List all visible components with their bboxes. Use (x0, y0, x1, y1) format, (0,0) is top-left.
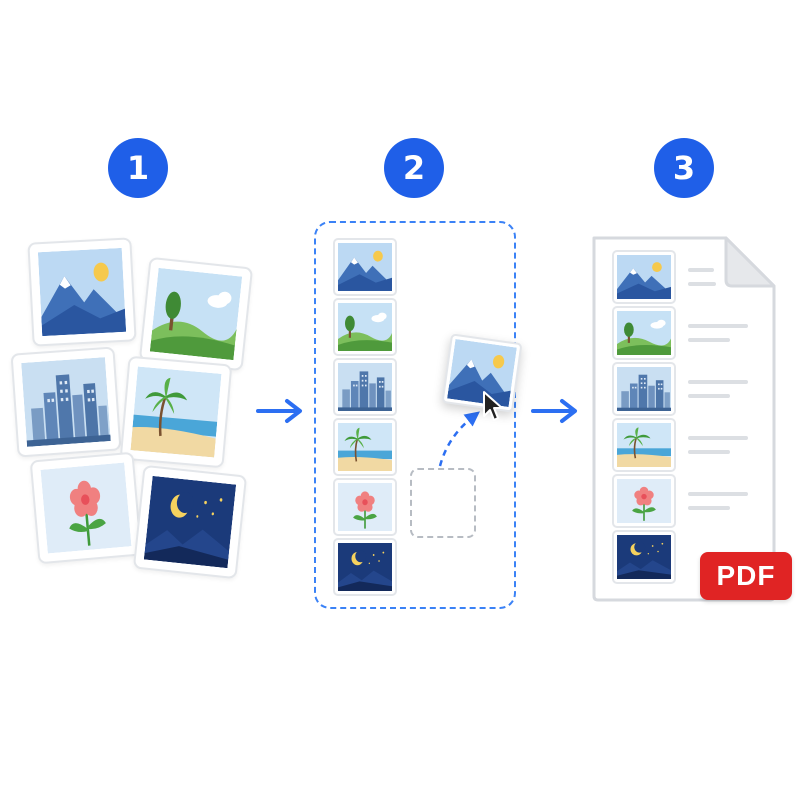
city-photo-icon (617, 367, 671, 411)
column-thumb-beach[interactable] (333, 418, 397, 476)
mountain-photo-icon (338, 243, 392, 291)
beach-photo-icon (130, 366, 221, 457)
mountain-photo-icon (617, 255, 671, 299)
doc-thumb-city (612, 362, 676, 416)
reorder-frame (314, 221, 516, 609)
doc-thumb-hills (612, 306, 676, 360)
photo-card-beach[interactable] (119, 355, 233, 469)
doc-thumb-beach (612, 418, 676, 472)
drag-path-arrow (438, 411, 480, 467)
hills-photo-icon (338, 303, 392, 351)
photo-card-city[interactable] (10, 346, 122, 458)
beach-photo-icon (338, 423, 392, 471)
flower-photo-icon (40, 462, 131, 553)
column-thumb-night[interactable] (333, 538, 397, 596)
city-photo-icon (21, 357, 111, 447)
flower-photo-icon (617, 479, 671, 523)
step-1-badge: 1 (108, 138, 168, 198)
photo-card-night[interactable] (132, 464, 248, 580)
column-thumb-mountain[interactable] (333, 238, 397, 296)
photo-card-mountain[interactable] (27, 237, 137, 347)
night-photo-icon (338, 543, 392, 591)
doc-thumb-night (612, 530, 676, 584)
step-2-badge: 2 (384, 138, 444, 198)
beach-photo-icon (617, 423, 671, 467)
hills-photo-icon (617, 311, 671, 355)
column-thumb-hills[interactable] (333, 298, 397, 356)
photo-card-flower[interactable] (29, 451, 143, 565)
pdf-badge: PDF (700, 552, 792, 600)
doc-thumb-flower (612, 474, 676, 528)
arrow-right-icon (256, 399, 302, 423)
column-thumb-city[interactable] (333, 358, 397, 416)
city-photo-icon (338, 363, 392, 411)
flower-photo-icon (338, 483, 392, 531)
hills-photo-icon (150, 268, 242, 360)
night-photo-icon (144, 476, 236, 568)
mountain-photo-icon (38, 248, 126, 336)
photo-card-hills[interactable] (138, 256, 254, 372)
step-3-badge: 3 (654, 138, 714, 198)
column-thumb-flower[interactable] (333, 478, 397, 536)
arrow-right-icon (531, 399, 577, 423)
night-photo-icon (617, 535, 671, 579)
pointer-cursor-icon (483, 391, 503, 421)
drop-slot[interactable] (410, 468, 476, 538)
doc-thumb-mountain (612, 250, 676, 304)
